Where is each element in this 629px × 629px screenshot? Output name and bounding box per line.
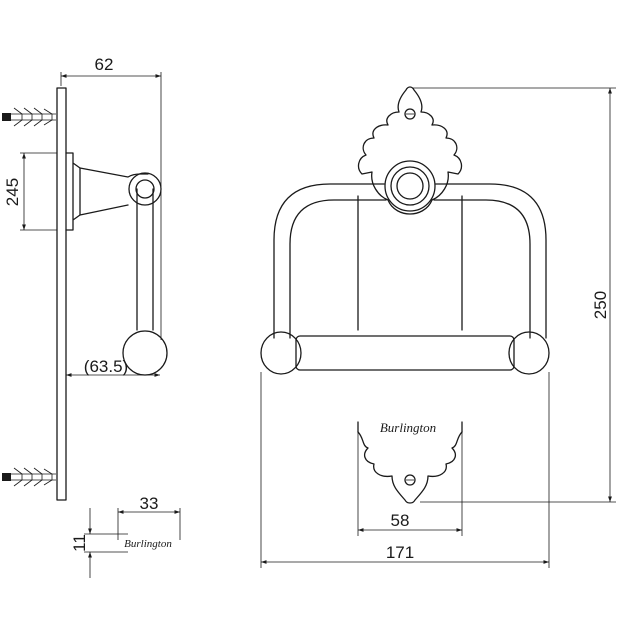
dim-logo-width-label: 33 — [140, 494, 159, 513]
top-wall-plug — [2, 107, 56, 127]
dim-logo-width: 33 — [117, 494, 181, 540]
side-drop-rod — [136, 188, 154, 331]
dim-backplate-height: 245 — [3, 152, 57, 231]
front-roller-bar — [295, 335, 515, 371]
dim-overall-width-label: 171 — [386, 543, 414, 562]
side-view — [2, 87, 168, 501]
front-plate-tail — [357, 431, 463, 504]
logo-detail-brand: Burlington — [124, 538, 172, 550]
side-backplate — [56, 87, 67, 501]
dim-roll-offset: (63.5) — [66, 357, 160, 377]
front-view: Burlington — [260, 86, 550, 504]
dim-backplate-height-label: 245 — [3, 178, 22, 206]
front-left-cap — [260, 331, 302, 375]
dim-overall-height-label: 250 — [591, 291, 610, 319]
front-backplate-outline — [357, 86, 463, 215]
dim-overall-width: 171 — [260, 372, 550, 568]
dim-side-depth: 62 — [60, 55, 162, 340]
front-holder-frame — [273, 183, 547, 339]
dim-roll-offset-label: (63.5) — [84, 357, 128, 376]
dim-side-depth-label: 62 — [95, 55, 114, 74]
side-mount-boss — [65, 152, 81, 231]
dim-logo-height-label: 11 — [70, 534, 89, 552]
dim-plate-width-label: 58 — [391, 511, 410, 530]
front-plate-brand: Burlington — [380, 420, 436, 435]
dim-plate-width: 58 — [357, 432, 463, 536]
front-plate-sides — [357, 195, 463, 433]
front-right-cap — [508, 331, 550, 375]
side-end-ball — [122, 330, 168, 376]
bottom-wall-plug — [2, 467, 56, 487]
front-top-screw — [404, 108, 416, 120]
logo-detail: Burlington — [124, 538, 172, 550]
front-collar-outer — [384, 160, 436, 212]
side-arm-knuckle — [128, 172, 162, 206]
front-bottom-screw — [404, 474, 416, 486]
dim-overall-height: 250 — [412, 87, 616, 503]
dim-logo-height: 11 — [70, 508, 128, 578]
